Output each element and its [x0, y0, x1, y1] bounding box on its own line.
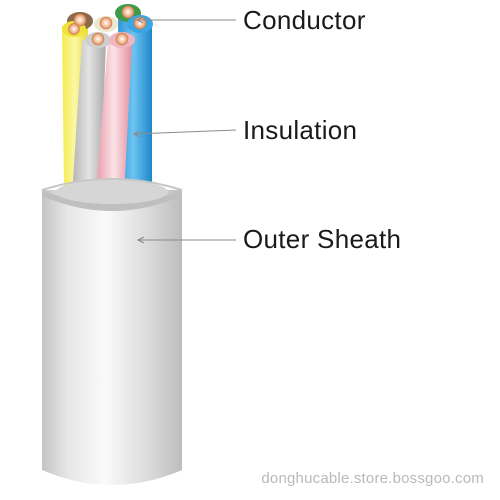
insulation-arrowhead [132, 130, 141, 138]
conductor-strand [121, 5, 135, 19]
outer-sheath [41, 178, 183, 485]
cable-cores [62, 16, 152, 198]
copper-strands [68, 5, 147, 46]
conductor-label: Conductor [243, 5, 366, 35]
leader-lines [132, 16, 237, 244]
conductor-strand [68, 23, 80, 35]
conductor-strand [91, 32, 105, 46]
insulation-leader [133, 129, 237, 135]
grey-core [72, 40, 106, 198]
conductor-strand [73, 13, 87, 27]
insulation-label: Insulation [243, 115, 358, 145]
watermark: donghucable.store.bossgoo.com [261, 470, 484, 487]
sheath-body [42, 190, 182, 485]
conductor-ends [62, 4, 153, 48]
conductor-arrowhead [135, 16, 144, 24]
sheath-rim-front [42, 190, 182, 211]
pink-core [96, 40, 132, 198]
sheath-rim-back [41, 178, 183, 191]
outer-sheath-label: Outer Sheath [243, 224, 402, 254]
sheath-arrowhead [136, 236, 145, 244]
conductor-strand [99, 16, 113, 30]
sheath-opening [56, 180, 168, 204]
conductor-strand [115, 32, 129, 46]
